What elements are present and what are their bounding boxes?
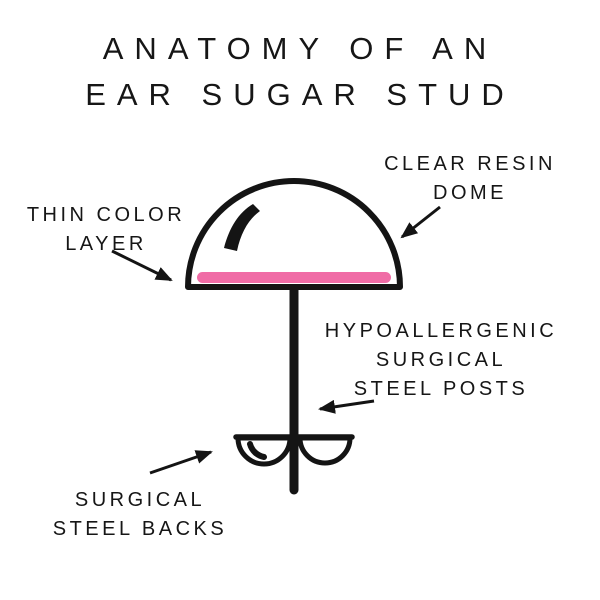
arrow-thin-color-layer [111,249,173,282]
title-line-2: EAR SUGAR STUD [85,77,515,112]
color-layer-bar [197,272,391,283]
back-shine-icon [247,441,267,460]
title-line-1: ANATOMY OF AN [102,31,498,66]
label-line: DOME [433,182,507,204]
arrow-steel-posts [318,399,375,414]
label-clear-resin-dome: CLEAR RESIN DOME [352,150,588,208]
back-left-loop [235,435,293,467]
label-line: SURGICAL [375,349,507,371]
back-right-loop [297,435,353,466]
label-surgical-steel-posts: HYPOALLERGENIC SURGICAL STEEL POSTS [300,317,582,404]
label-line: STEEL POSTS [353,378,529,400]
page-title: ANATOMY OF AN EAR SUGAR STUD [0,26,600,118]
label-line: STEEL BACKS [52,518,228,540]
label-line: HYPOALLERGENIC [324,320,558,342]
label-line: CLEAR RESIN [384,153,556,175]
dome-shine-icon [224,204,260,251]
label-line: LAYER [65,233,147,255]
label-surgical-steel-backs: SURGICAL STEEL BACKS [18,486,262,544]
label-line: SURGICAL [74,489,206,511]
label-thin-color-layer: THIN COLOR LAYER [10,201,202,259]
label-line: THIN COLOR [26,204,186,226]
resin-dome [185,178,403,290]
arrow-steel-backs [149,450,213,475]
arrow-clear-resin-dome [400,205,441,239]
